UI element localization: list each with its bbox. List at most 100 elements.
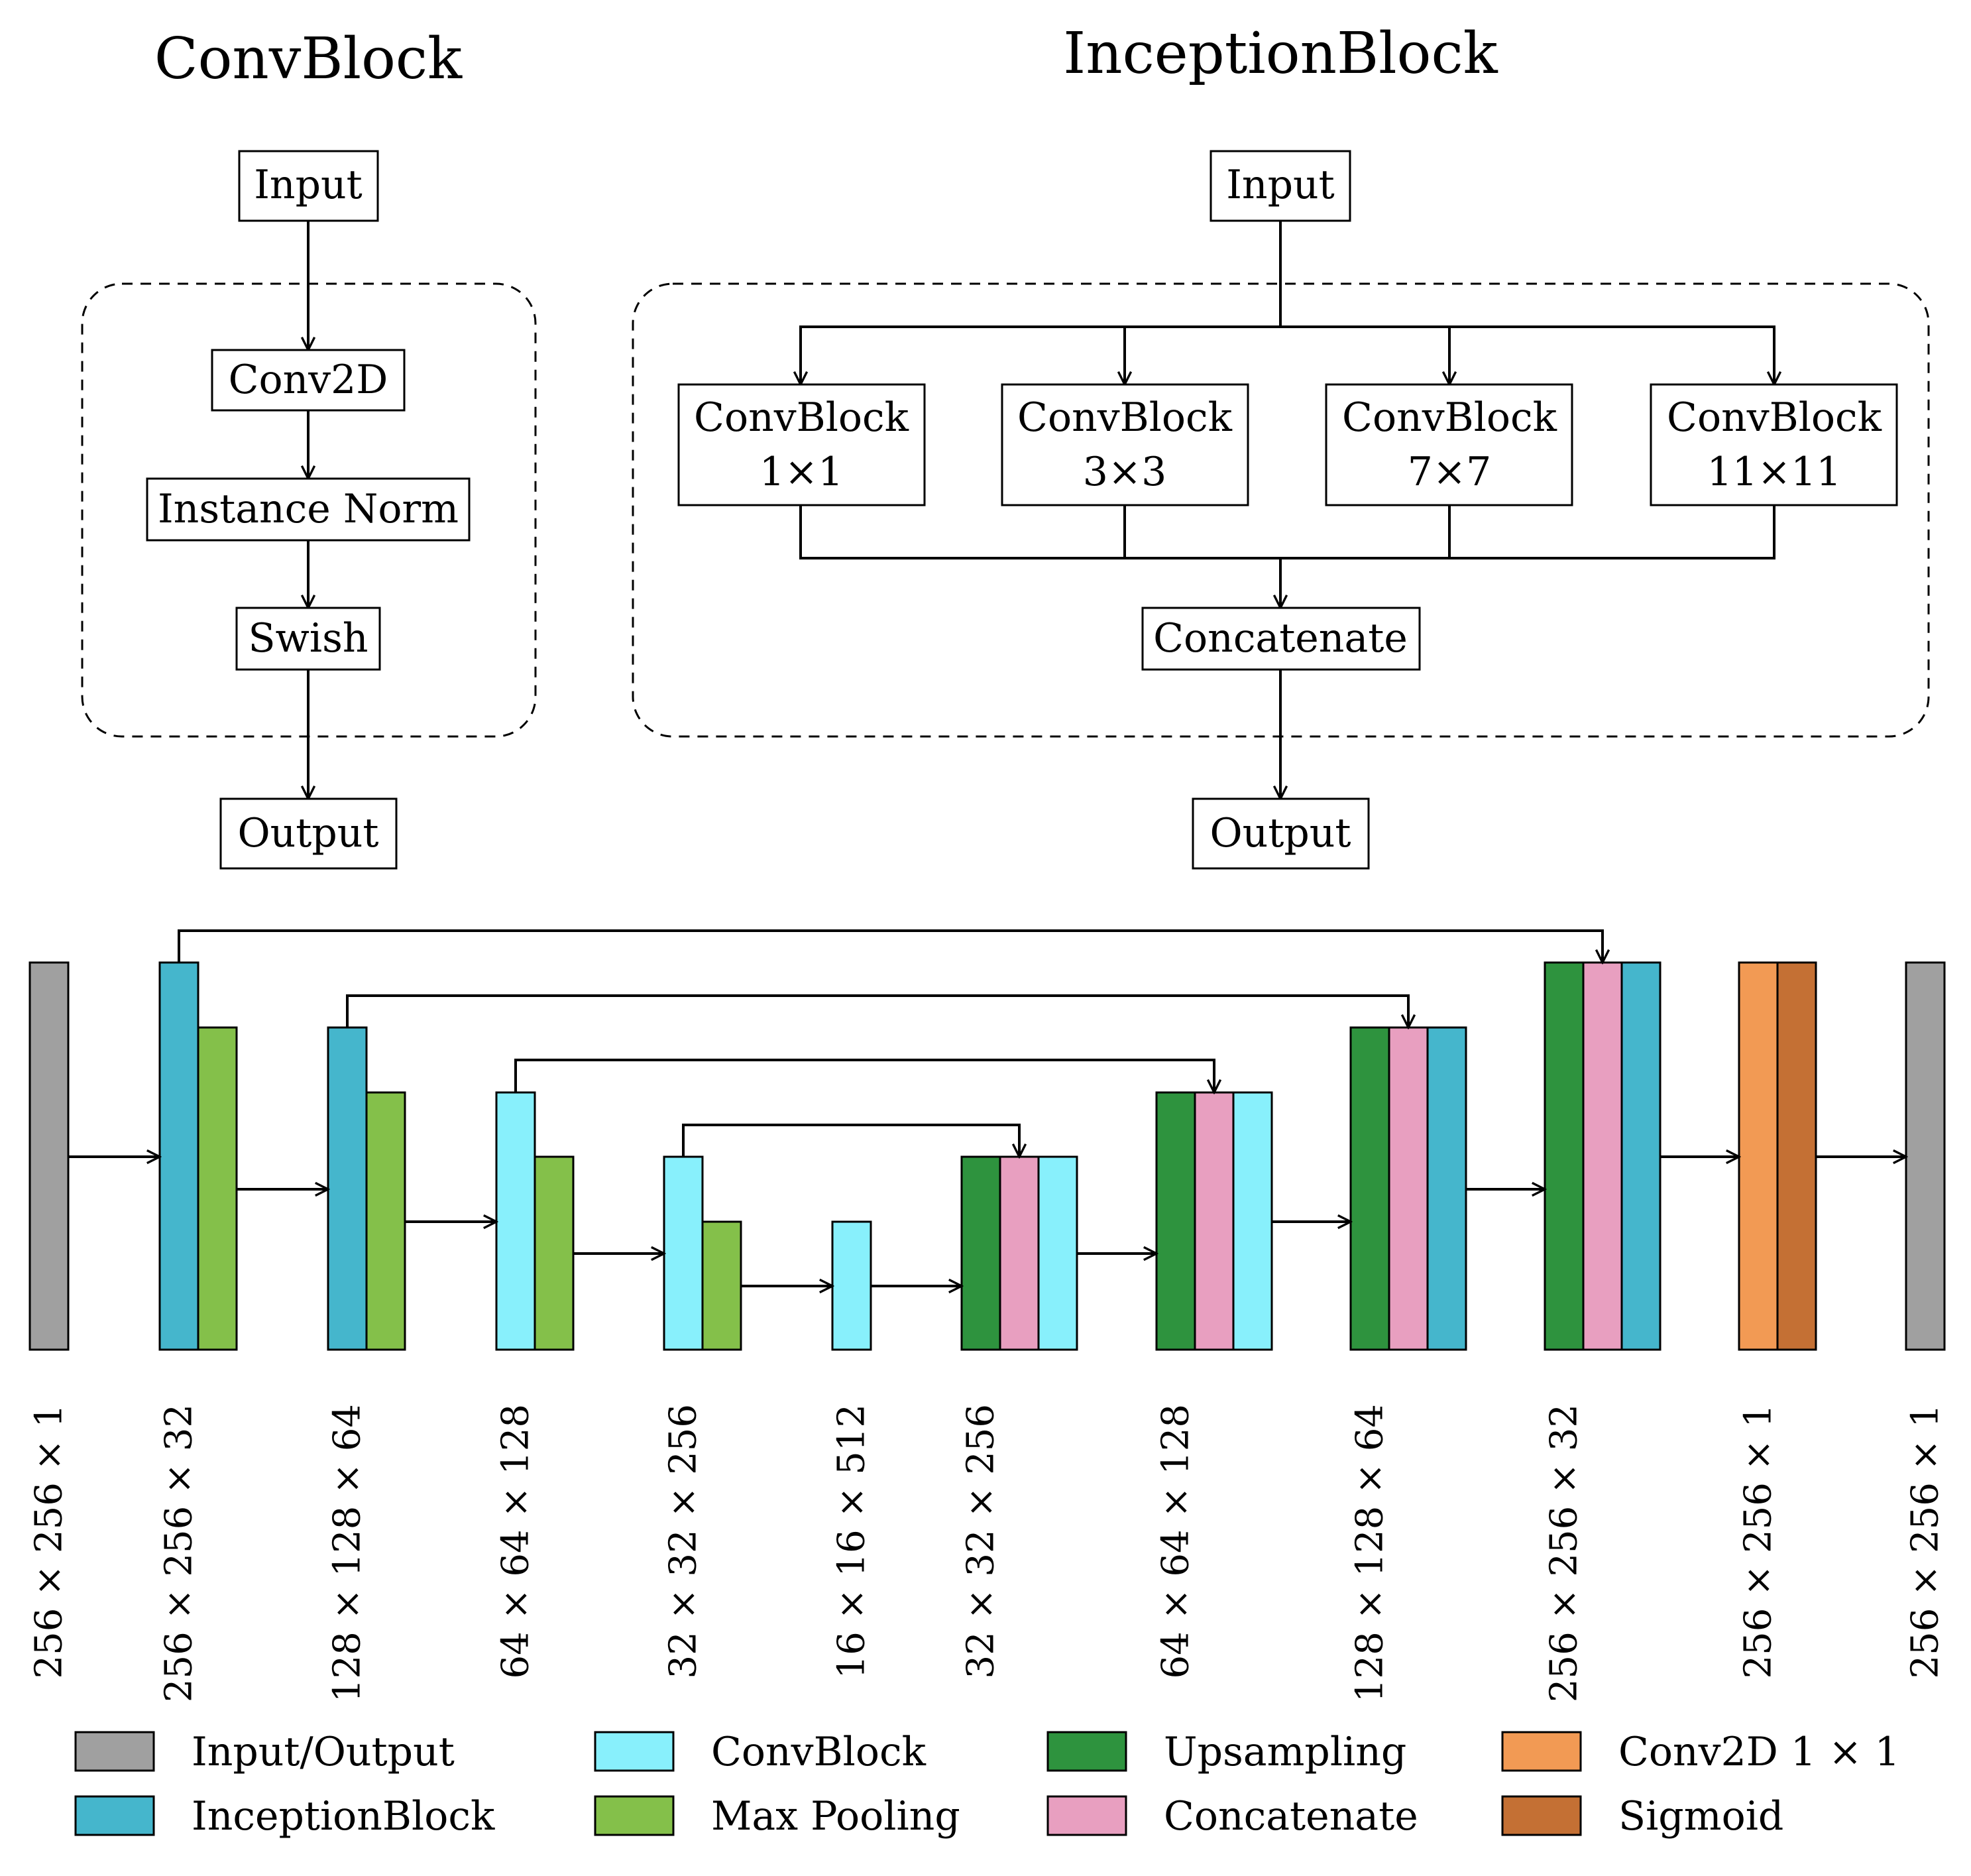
- layer-convblock: [831, 1220, 872, 1351]
- stage-5: 16 × 16 × 512: [830, 1220, 873, 1678]
- layer-max-pooling: [534, 1155, 575, 1351]
- layer-concatenate: [1388, 1026, 1429, 1351]
- inception-diagram: InceptionBlock Input ConvBlock 1×1 ConvB…: [632, 21, 1930, 870]
- svg-text:Swish: Swish: [248, 615, 368, 662]
- convblock-swish-node: Swish: [235, 607, 381, 671]
- stage-dims-label: 256 × 256 × 1: [1737, 1404, 1780, 1678]
- legend-label: Conv2D 1 × 1: [1618, 1729, 1900, 1775]
- stage-9: 256 × 256 × 32: [1543, 961, 1661, 1702]
- legend-label: Concatenate: [1164, 1793, 1418, 1840]
- layer-sigmoid: [1776, 961, 1817, 1351]
- legend-item-max-pooling: Max Pooling: [594, 1793, 960, 1840]
- legend-item-conv1x1: Conv2D 1 × 1: [1501, 1729, 1900, 1775]
- svg-text:1×1: 1×1: [760, 449, 844, 495]
- stage-1: 256 × 256 × 32: [158, 961, 238, 1702]
- layer-inception: [158, 961, 199, 1351]
- stage-dims-label: 128 × 128 × 64: [1349, 1404, 1392, 1702]
- skip-connection: [682, 1124, 1019, 1157]
- stage-dims-label: 32 × 32 × 256: [662, 1404, 705, 1678]
- stage-0: 256 × 256 × 1: [28, 961, 71, 1678]
- convblock-instance-norm-node: Instance Norm: [146, 477, 471, 542]
- layer-max-pooling: [365, 1091, 406, 1351]
- layer-upsampling: [1544, 961, 1585, 1351]
- layer-inception: [327, 1026, 368, 1351]
- stage-11: 256 × 256 × 1: [1904, 961, 1947, 1678]
- legend-item-upsampling: Upsampling: [1046, 1729, 1406, 1775]
- layer-conv1x1: [1738, 961, 1779, 1351]
- layer-upsampling: [1155, 1091, 1196, 1351]
- layer-convblock: [1037, 1155, 1078, 1351]
- layer-upsampling: [1349, 1026, 1390, 1351]
- layer-inception: [1426, 1026, 1467, 1351]
- stage-dims-label: 128 × 128 × 64: [326, 1404, 369, 1702]
- inception-branch-11x11: ConvBlock 11×11: [1650, 383, 1898, 506]
- svg-text:7×7: 7×7: [1408, 449, 1492, 495]
- legend-label: Max Pooling: [711, 1793, 960, 1840]
- svg-text:ConvBlock: ConvBlock: [1342, 394, 1557, 441]
- svg-text:Output: Output: [1210, 810, 1351, 856]
- stage-2: 128 × 128 × 64: [326, 1026, 406, 1702]
- inception-title: InceptionBlock: [1063, 21, 1498, 87]
- legend-swatch: [1501, 1795, 1582, 1836]
- svg-text:ConvBlock: ConvBlock: [1017, 394, 1233, 441]
- layer-concatenate: [1582, 961, 1623, 1351]
- svg-text:Instance Norm: Instance Norm: [158, 486, 459, 532]
- layer-upsampling: [960, 1155, 1001, 1351]
- skip-connection: [178, 929, 1603, 963]
- svg-text:11×11: 11×11: [1707, 449, 1842, 495]
- layer-concatenate: [999, 1155, 1040, 1351]
- legend-swatch: [74, 1731, 155, 1772]
- inception-branch-1x1: ConvBlock 1×1: [677, 383, 926, 506]
- legend-label: Upsampling: [1164, 1729, 1406, 1775]
- layer-concatenate: [1194, 1091, 1235, 1351]
- stage-dims-label: 256 × 256 × 1: [28, 1404, 71, 1678]
- skip-connection: [514, 1059, 1214, 1092]
- svg-text:Output: Output: [237, 810, 378, 856]
- inception-branch-7x7: ConvBlock 7×7: [1325, 383, 1573, 506]
- convblock-conv2d-node: Conv2D: [211, 349, 406, 412]
- convblock-input-node: Input: [238, 150, 379, 222]
- inception-output-node: Output: [1192, 797, 1370, 870]
- legend-swatch: [594, 1731, 675, 1772]
- stage-10: 256 × 256 × 1: [1737, 961, 1817, 1678]
- layer-input-output: [1905, 961, 1946, 1351]
- layer-convblock: [1232, 1091, 1273, 1351]
- svg-text:3×3: 3×3: [1083, 449, 1167, 495]
- legend-swatch: [594, 1795, 675, 1836]
- legend-swatch: [1046, 1795, 1127, 1836]
- inception-branch-3x3: ConvBlock 3×3: [1001, 383, 1249, 506]
- inception-input-node: Input: [1210, 150, 1351, 222]
- legend-label: InceptionBlock: [192, 1793, 495, 1840]
- legend-swatch: [74, 1795, 155, 1836]
- layer-inception: [1620, 961, 1661, 1351]
- legend-item-concatenate: Concatenate: [1046, 1793, 1418, 1840]
- svg-text:Concatenate: Concatenate: [1153, 615, 1408, 662]
- legend-swatch: [1501, 1731, 1582, 1772]
- legend-label: Input/Output: [192, 1729, 455, 1775]
- stage-6: 32 × 32 × 256: [960, 1155, 1078, 1678]
- legend-item-convblock: ConvBlock: [594, 1729, 927, 1775]
- stage-7: 64 × 64 × 128: [1154, 1091, 1273, 1678]
- unet-network: 256 × 256 × 1 256 × 256 × 32 128 × 128 × 6…: [28, 929, 1947, 1702]
- legend-item-inception: InceptionBlock: [74, 1793, 495, 1840]
- legend-label: ConvBlock: [711, 1729, 927, 1775]
- stage-3: 64 × 64 × 128: [494, 1091, 575, 1678]
- legend-item-input-output: Input/Output: [74, 1729, 455, 1775]
- legend-swatch: [1046, 1731, 1127, 1772]
- convblock-title: ConvBlock: [154, 26, 463, 92]
- stage-dims-label: 16 × 16 × 512: [830, 1404, 873, 1678]
- layer-max-pooling: [197, 1026, 238, 1351]
- stage-dims-label: 64 × 64 × 128: [494, 1404, 537, 1678]
- layer-max-pooling: [701, 1220, 742, 1351]
- layer-convblock: [495, 1091, 536, 1351]
- stage-dims-label: 256 × 256 × 1: [1904, 1404, 1947, 1678]
- inception-concatenate-node: Concatenate: [1141, 607, 1421, 671]
- layer-input-output: [28, 961, 70, 1351]
- stage-dims-label: 256 × 256 × 32: [158, 1404, 201, 1702]
- svg-text:Input: Input: [1226, 162, 1335, 208]
- convblock-output-node: Output: [219, 797, 398, 870]
- layer-convblock: [663, 1155, 704, 1351]
- svg-text:Input: Input: [254, 162, 363, 208]
